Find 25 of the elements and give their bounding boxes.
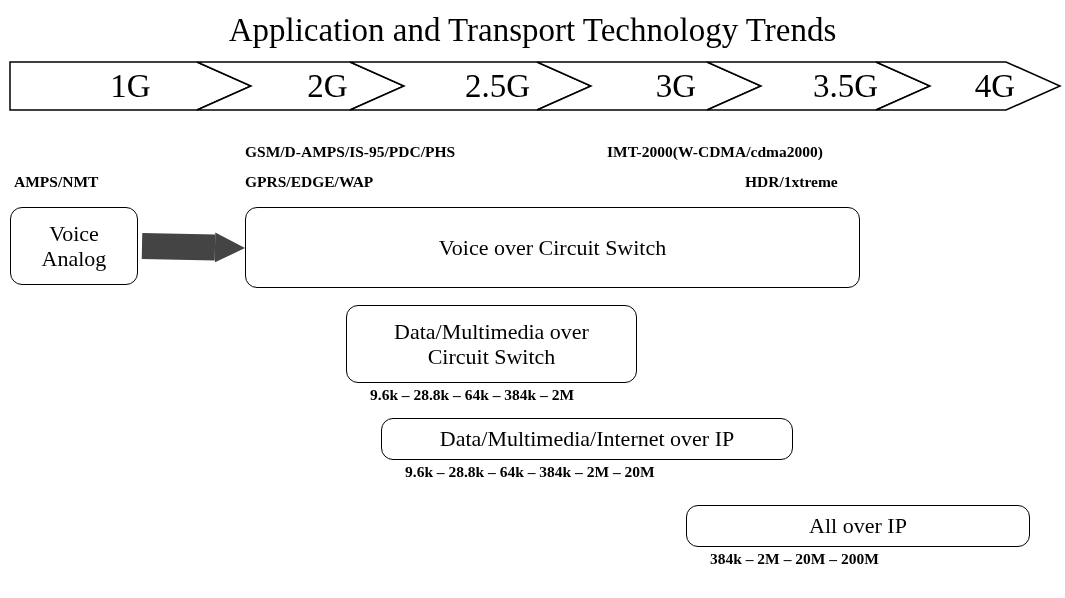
rounded-box [245,207,860,288]
technology-label: GPRS/EDGE/WAP [245,173,374,191]
generation-label: 2.5G [464,67,531,105]
generation-label: 4G [974,67,1016,105]
technology-label: AMPS/NMT [14,173,99,191]
block-arrow [141,232,245,263]
rounded-box [381,418,793,460]
rounded-box [686,505,1030,547]
rounded-box [10,207,138,285]
technology-label: IMT-2000(W-CDMA/cdma2000) [607,143,823,161]
box-text: Voice Analog [41,220,107,272]
data-rate-note: 9.6k – 28.8k – 64k – 384k – 2M [370,386,575,404]
generation-label: 2G [307,67,348,105]
data-rate-note: 384k – 2M – 20M – 200M [710,550,879,568]
generation-label: 3G [655,67,697,105]
box-text: Data/Multimedia over Circuit Switch [393,318,590,370]
technology-label: HDR/1xtreme [745,173,838,191]
box-text: Data/Multimedia/Internet over IP [439,426,735,452]
title: Application and Transport Technology Trends [227,12,838,49]
box-text: Voice over Circuit Switch [438,234,667,261]
generation-label: 3.5G [812,67,879,105]
rounded-box [346,305,637,383]
box-text: All over IP [809,513,907,539]
data-rate-note: 9.6k – 28.8k – 64k – 384k – 2M – 20M [405,463,655,481]
technology-label: GSM/D-AMPS/IS-95/PDC/PHS [245,143,456,161]
